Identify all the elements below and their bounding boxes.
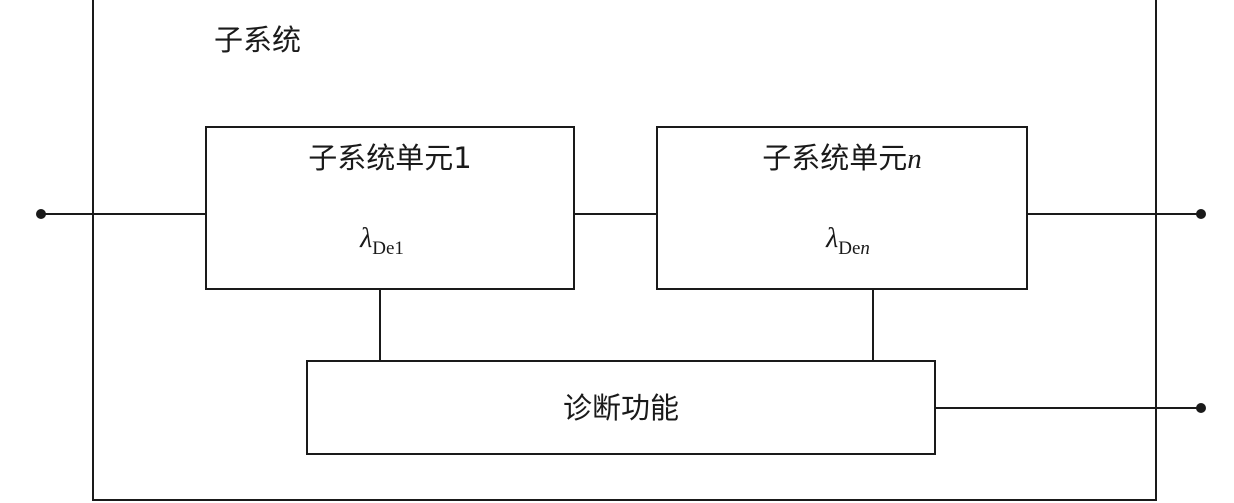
subsystem-boundary <box>92 0 1157 501</box>
output-terminal <box>1196 209 1206 219</box>
diagnostic-label: 诊断功能 <box>563 391 679 425</box>
unitn-lambda: λDen <box>825 223 870 259</box>
unit1-lambda: λDe1 <box>359 223 404 259</box>
unit1-title: 子系统单元1 <box>308 141 471 175</box>
diagnostic-output-terminal <box>1196 403 1206 413</box>
subsystem-label: 子系统 <box>214 23 301 57</box>
input-terminal <box>36 209 46 219</box>
unitn-box <box>656 126 1028 290</box>
unit1-box <box>205 126 575 290</box>
unitn-title: 子系统单元n <box>762 141 922 175</box>
